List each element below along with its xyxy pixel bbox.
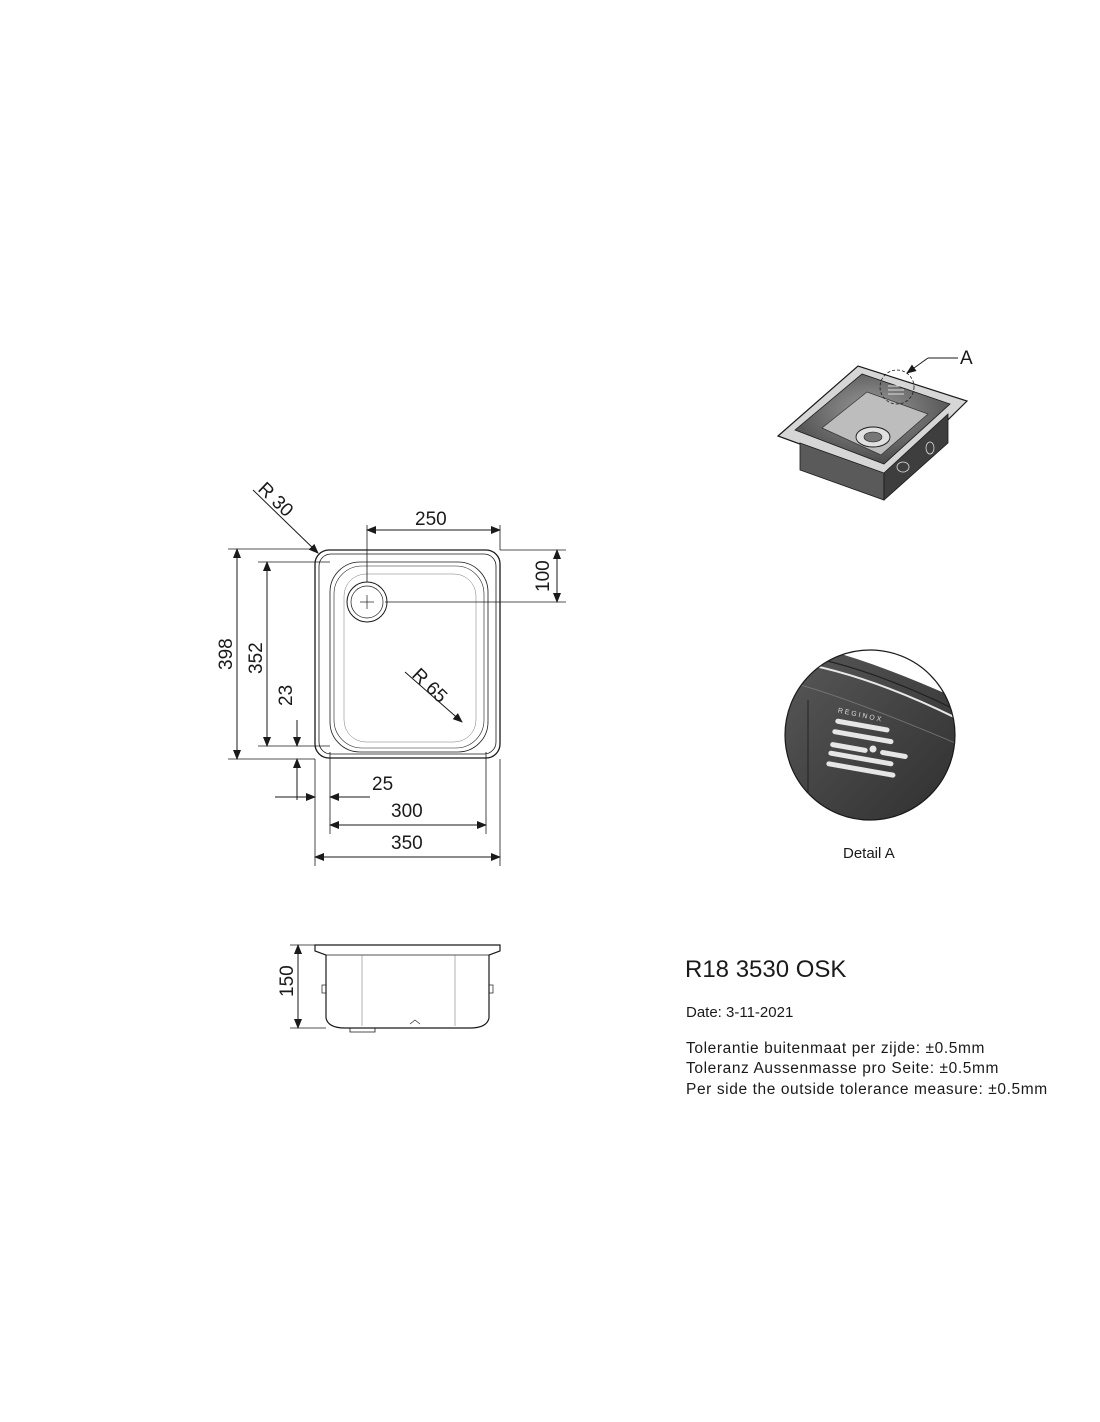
dim-100: 100 bbox=[533, 560, 554, 592]
leader-r30 bbox=[252, 489, 319, 554]
leader-r65 bbox=[404, 671, 463, 723]
sink-isometric-view bbox=[776, 365, 969, 501]
dim-r30: R 30 bbox=[254, 478, 297, 521]
dim-150: 150 bbox=[277, 965, 298, 997]
dim-r65: R 65 bbox=[408, 664, 451, 707]
drawing-date: Date: 3-11-2021 bbox=[686, 1004, 794, 1021]
dimension-lines bbox=[233, 489, 561, 861]
callout-a: A bbox=[960, 348, 973, 369]
dim-352: 352 bbox=[246, 642, 267, 674]
model-title: R18 3530 OSK bbox=[685, 956, 847, 983]
callout-a-leader bbox=[906, 357, 958, 374]
dim-300: 300 bbox=[391, 801, 423, 822]
side-dimension bbox=[290, 944, 326, 1029]
sink-top-view bbox=[314, 549, 501, 759]
tolerance-nl: Tolerantie buitenmaat per zijde: ±0.5mm bbox=[686, 1040, 985, 1057]
tolerance-de: Toleranz Aussenmasse pro Seite: ±0.5mm bbox=[686, 1060, 1000, 1077]
tolerance-en: Per side the outside tolerance measure: … bbox=[686, 1081, 1048, 1098]
dim-398: 398 bbox=[216, 638, 237, 670]
dim-23: 23 bbox=[276, 685, 297, 706]
dim-250: 250 bbox=[415, 509, 447, 530]
detail-a-label: Detail A bbox=[843, 845, 895, 862]
sink-side-view bbox=[314, 944, 501, 1033]
detail-a-view: REGINOX bbox=[784, 649, 956, 821]
dim-25: 25 bbox=[372, 774, 393, 795]
dim-350: 350 bbox=[391, 833, 423, 854]
